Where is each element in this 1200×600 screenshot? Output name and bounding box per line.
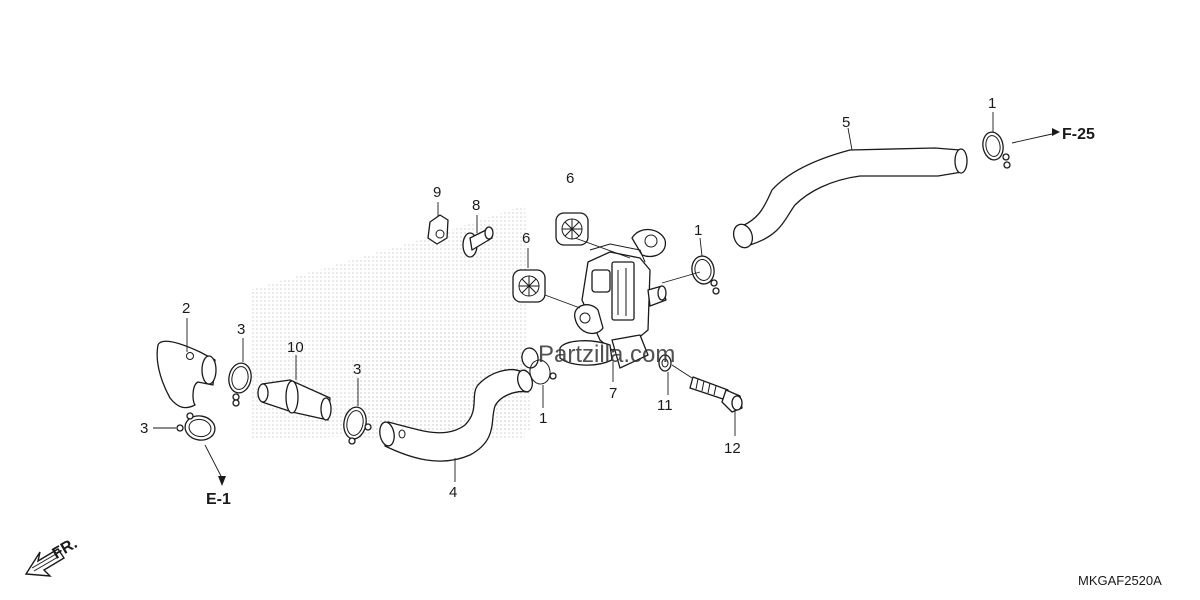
callout-6-upper: 6 — [566, 170, 574, 187]
callout-9: 9 — [433, 184, 441, 201]
callout-5: 5 — [842, 114, 850, 131]
leader-lines — [153, 112, 1053, 482]
diagram-code: MKGAF2520A — [1078, 573, 1162, 588]
bolt — [689, 376, 743, 413]
joint-pipe — [257, 379, 332, 421]
callout-3-upper-left: 3 — [237, 321, 245, 338]
callout-3-middle: 3 — [353, 361, 361, 378]
clamp-middle — [691, 255, 720, 295]
air-injection-valve — [559, 228, 667, 369]
hose-upper — [732, 147, 968, 249]
rubber-mount-lower — [512, 269, 546, 303]
ref-arrow-f25 — [1052, 128, 1060, 136]
callout-2: 2 — [182, 300, 190, 317]
nut — [427, 214, 449, 245]
ref-arrow-e1 — [218, 476, 226, 486]
ref-label-e1: E-1 — [206, 491, 231, 508]
elbow-fitting — [156, 340, 217, 409]
rubber-mount-upper — [555, 212, 589, 246]
callout-11: 11 — [657, 397, 673, 414]
callout-7: 7 — [609, 385, 617, 402]
front-direction-arrow — [24, 548, 65, 577]
callout-12: 12 — [724, 440, 741, 457]
callout-4: 4 — [449, 484, 457, 501]
callout-3-left: 3 — [140, 420, 148, 437]
clamp-a — [176, 412, 216, 441]
hose-lower — [379, 369, 533, 462]
callout-1-middle: 1 — [694, 222, 702, 239]
callout-10: 10 — [287, 339, 304, 356]
callout-8: 8 — [472, 197, 480, 214]
collar — [462, 226, 494, 258]
washer — [658, 354, 672, 372]
callout-1-lower: 1 — [539, 410, 547, 427]
clamp-b — [228, 362, 252, 407]
ref-label-f25: F-25 — [1062, 126, 1095, 143]
callout-1-upper-right: 1 — [988, 95, 996, 112]
callout-6-lower: 6 — [522, 230, 530, 247]
clamp-upper-right — [982, 131, 1011, 169]
clamp-c — [343, 406, 372, 445]
clamp-lower — [521, 347, 557, 385]
watermark: Partzilla.com — [538, 341, 675, 368]
